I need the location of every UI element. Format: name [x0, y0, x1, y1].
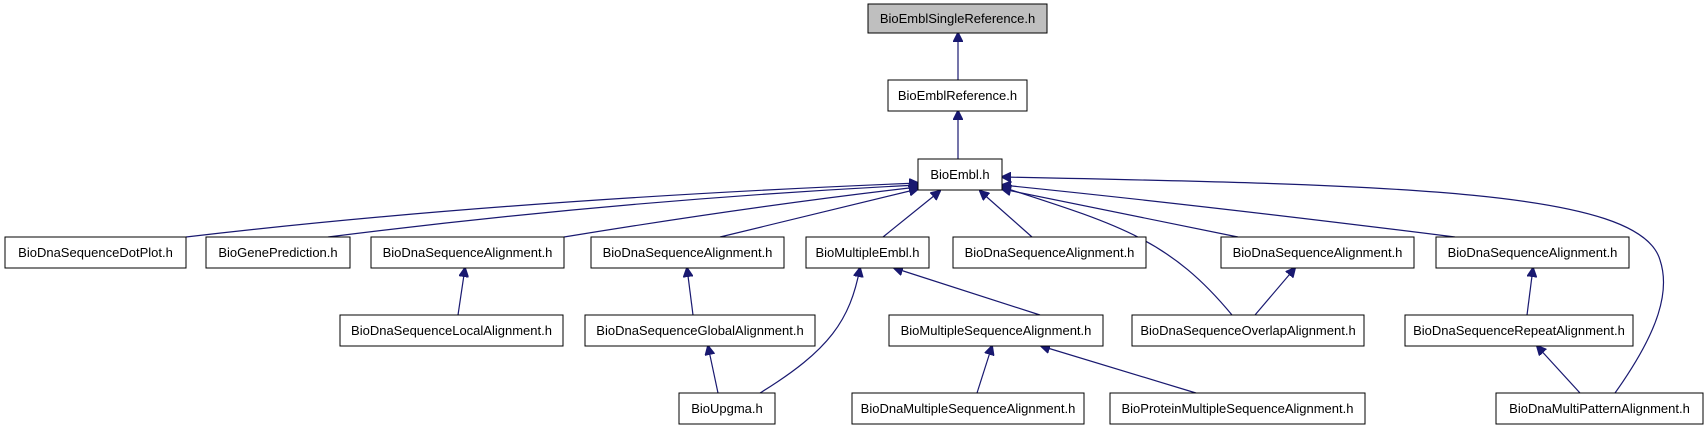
node-upgma[interactable]: BioUpgma.h	[678, 392, 776, 425]
node-label: BioGenePrediction.h	[218, 245, 337, 260]
edge-align-repeat-parent-to-embl	[1002, 185, 1456, 238]
node-reference[interactable]: BioEmblReference.h	[887, 79, 1028, 112]
edge-upgma-to-multipleembl	[759, 268, 860, 394]
edge-align-plain-to-embl	[980, 191, 1033, 238]
node-align-plain[interactable]: BioDnaSequenceAlignment.h	[952, 236, 1147, 269]
node-label: BioDnaSequenceGlobalAlignment.h	[596, 323, 803, 338]
node-overlapalignment[interactable]: BioDnaSequenceOverlapAlignment.h	[1131, 314, 1365, 347]
node-label: BioDnaSequenceAlignment.h	[1448, 245, 1618, 260]
edge-overlapalignment-to-parent	[1254, 268, 1295, 316]
node-label: BioDnaSequenceRepeatAlignment.h	[1413, 323, 1625, 338]
node-align-repeat-parent[interactable]: BioDnaSequenceAlignment.h	[1435, 236, 1630, 269]
node-align-global-parent[interactable]: BioDnaSequenceAlignment.h	[590, 236, 785, 269]
edge-dotplot-to-embl	[185, 183, 918, 238]
node-label: BioMultipleEmbl.h	[815, 245, 919, 260]
node-label: BioDnaMultiPatternAlignment.h	[1509, 401, 1690, 416]
node-label: BioMultipleSequenceAlignment.h	[901, 323, 1092, 338]
node-repeatalignment[interactable]: BioDnaSequenceRepeatAlignment.h	[1404, 314, 1634, 347]
node-multipleembl[interactable]: BioMultipleEmbl.h	[805, 236, 930, 269]
node-label: BioEmbl.h	[930, 167, 989, 182]
edge-proteinmultiplesequencealignment-to-multiplesequencealignment	[1041, 346, 1197, 394]
edge-geneprediction-to-embl	[327, 185, 918, 238]
edge-multiplesequencealignment-to-multipleembl	[894, 268, 1041, 316]
edge-align-overlap-parent-to-embl	[1002, 189, 1239, 238]
edge-align-local-parent-to-embl	[563, 187, 918, 238]
node-align-overlap-parent[interactable]: BioDnaSequenceAlignment.h	[1220, 236, 1415, 269]
node-root[interactable]: BioEmblSingleReference.h	[867, 3, 1048, 34]
edges	[185, 33, 1665, 394]
node-label: BioDnaSequenceAlignment.h	[603, 245, 773, 260]
node-multiplesequencealignment[interactable]: BioMultipleSequenceAlignment.h	[888, 314, 1104, 347]
node-label: BioDnaSequenceOverlapAlignment.h	[1140, 323, 1355, 338]
edge-dnamultipatternalignment-to-embl	[1002, 177, 1665, 394]
node-label: BioEmblSingleReference.h	[880, 11, 1035, 26]
edge-align-global-parent-to-embl	[719, 189, 918, 238]
node-label: BioUpgma.h	[691, 401, 763, 416]
node-label: BioDnaSequenceDotPlot.h	[18, 245, 173, 260]
node-dnamultiplesequencealignment[interactable]: BioDnaMultipleSequenceAlignment.h	[851, 392, 1085, 425]
edge-upgma-to-globalalignment	[708, 346, 719, 394]
edge-dnamultiplesequencealignment-to-multiplesequencealignment	[976, 346, 992, 394]
node-dnamultipatternalignment[interactable]: BioDnaMultiPatternAlignment.h	[1495, 392, 1704, 425]
node-label: BioDnaSequenceAlignment.h	[965, 245, 1135, 260]
node-label: BioProteinMultipleSequenceAlignment.h	[1122, 401, 1354, 416]
node-localalignment[interactable]: BioDnaSequenceLocalAlignment.h	[339, 314, 564, 347]
edge-repeatalignment-to-parent	[1526, 268, 1533, 316]
node-label: BioEmblReference.h	[898, 88, 1017, 103]
node-label: BioDnaMultipleSequenceAlignment.h	[861, 401, 1076, 416]
edge-dnamultipatternalignment-to-repeatalignment	[1537, 346, 1581, 394]
node-label: BioDnaSequenceAlignment.h	[1233, 245, 1403, 260]
edge-globalalignment-to-parent	[687, 268, 694, 316]
node-geneprediction[interactable]: BioGenePrediction.h	[205, 236, 351, 269]
node-embl[interactable]: BioEmbl.h	[917, 158, 1003, 191]
edge-multipleembl-to-embl	[882, 191, 940, 238]
node-proteinmultiplesequencealignment[interactable]: BioProteinMultipleSequenceAlignment.h	[1109, 392, 1366, 425]
node-label: BioDnaSequenceLocalAlignment.h	[351, 323, 552, 338]
edge-localalignment-to-parent	[457, 268, 465, 316]
node-dotplot[interactable]: BioDnaSequenceDotPlot.h	[4, 236, 187, 269]
node-align-local-parent[interactable]: BioDnaSequenceAlignment.h	[370, 236, 565, 269]
node-globalalignment[interactable]: BioDnaSequenceGlobalAlignment.h	[584, 314, 816, 347]
node-label: BioDnaSequenceAlignment.h	[383, 245, 553, 260]
